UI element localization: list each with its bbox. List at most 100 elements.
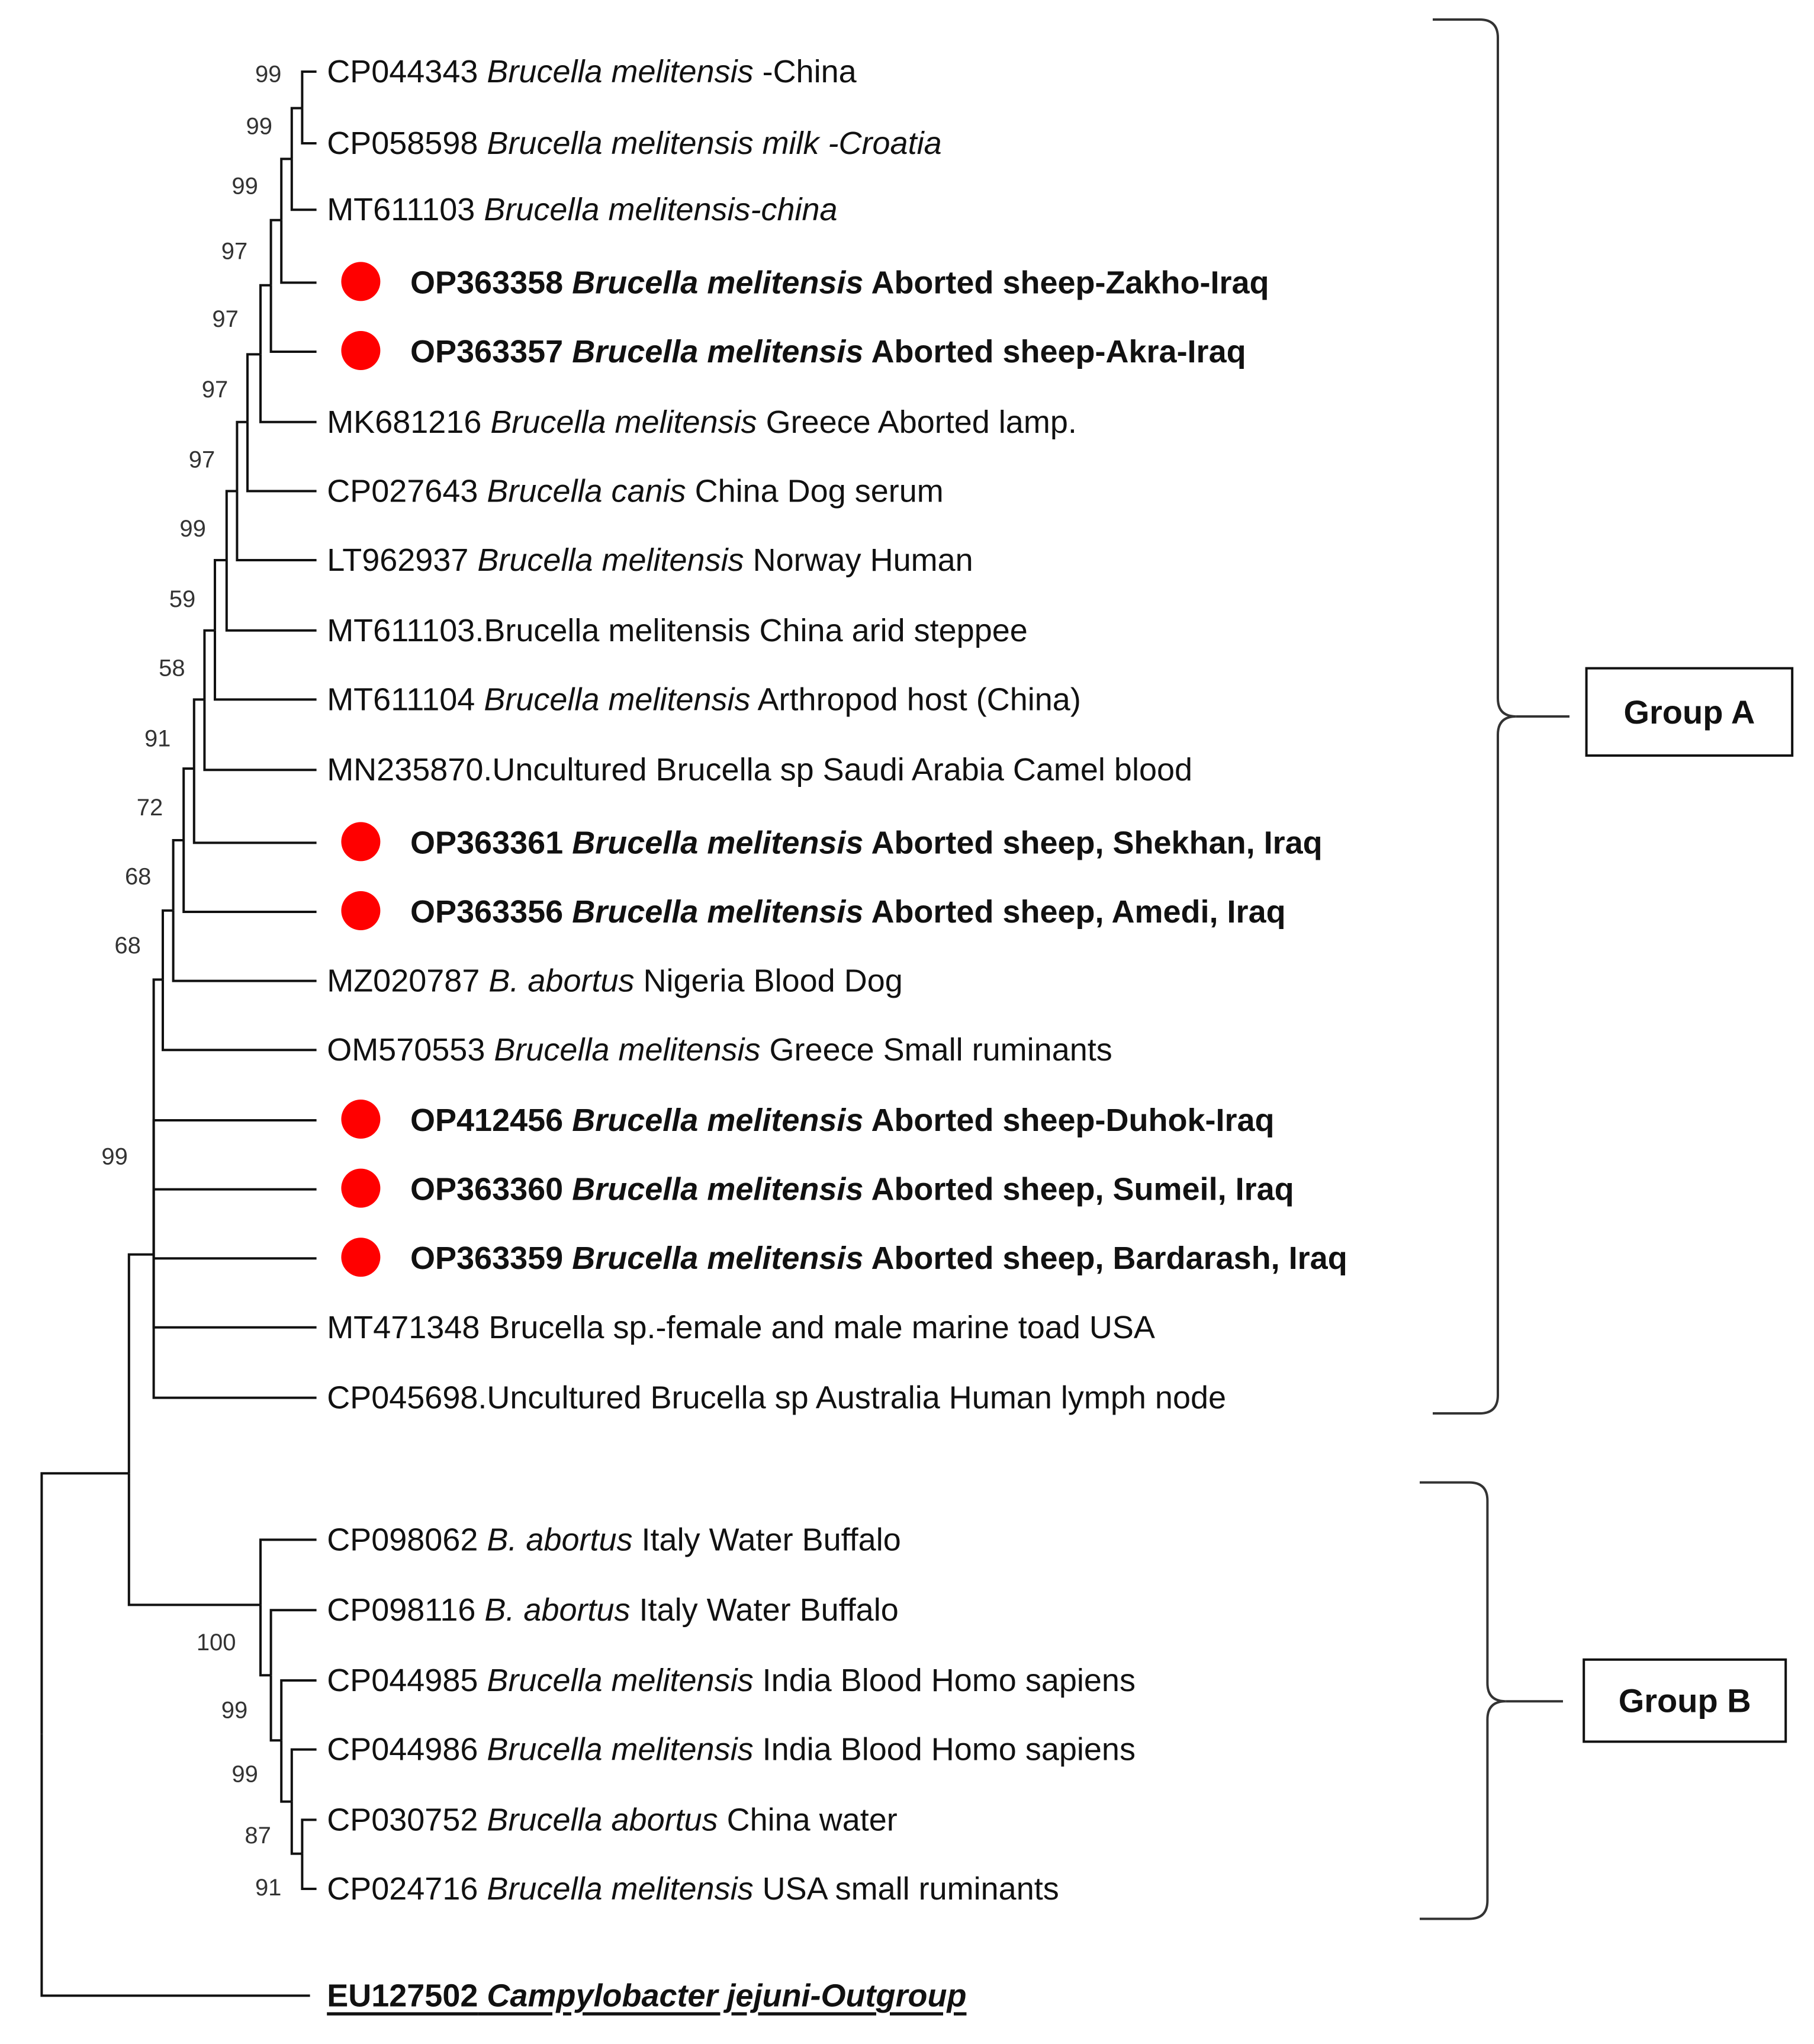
tree-branch [280,158,292,220]
taxon-label-op363357: OP363357 Brucella melitensis Aborted she… [410,334,1246,369]
tree-branch [301,108,317,144]
taxon-labels: CP044343 Brucella melitensis -ChinaCP058… [327,54,1347,2013]
taxon-label-cp098116: CP098116 B. abortus Italy Water Buffalo [327,1592,899,1628]
taxon-label-mt611103: MT611103.Brucella melitensis China arid … [327,613,1028,648]
tree-branch [192,698,205,769]
tree-branch [40,1734,310,1997]
bootstrap-value: 99 [101,1144,128,1170]
taxon-label-cp044343: CP044343 Brucella melitensis -China [327,54,857,89]
tree-branch [152,1188,317,1255]
taxon-label-mk681216: MK681216 Brucella melitensis Greece Abor… [327,404,1077,440]
study-isolate-marker [341,1238,381,1277]
taxon-label-cp098062: CP098062 B. abortus Italy Water Buffalo [327,1522,901,1557]
taxon-label-op363359: OP363359 Brucella melitensis Aborted she… [410,1240,1347,1276]
tree-branch [172,910,317,982]
tree-branch [246,353,260,422]
group-annotations: Group A Group B [1420,18,1794,1920]
taxon-label-om570553: OM570553 Brucella melitensis Greece Smal… [327,1032,1112,1068]
tree-branch [236,420,247,491]
group-label: Group B [1619,1682,1751,1720]
tree-branch [172,839,184,911]
taxon-label-lt962937: LT962937 Brucella melitensis Norway Huma… [327,542,973,578]
group-label: Group A [1623,693,1755,731]
bootstrap-value: 97 [202,377,229,403]
tree-branch [280,1679,317,1741]
bootstrap-value: 97 [221,239,248,265]
tree-branch [301,1818,317,1854]
bootstrap-value: 99 [231,173,258,200]
bootstrap-value: 99 [221,1698,248,1724]
tree-branch [301,70,317,108]
tree-branch [152,1119,317,1255]
taxon-label-cp024716: CP024716 Brucella melitensis USA small r… [327,1871,1059,1907]
outgroup-label: EU127502 Campylobacter jejuni-Outgroup [327,1978,966,2013]
bootstrap-value: 97 [189,447,216,473]
tree-branch [203,629,215,700]
tree-branch [127,1473,260,1606]
tree-branch [192,769,317,844]
taxon-label-cp044986: CP044986 Brucella melitensis India Blood… [327,1732,1136,1767]
tree-branch [152,1254,317,1399]
tree-branch [301,1853,317,1890]
bootstrap-value: 59 [169,586,196,612]
taxon-label-mz020787: MZ020787 B. abortus Nigeria Blood Dog [327,963,903,999]
bootstrap-value: 99 [231,1761,258,1787]
tree-branch [290,159,317,211]
study-isolate-marker [341,1168,381,1208]
tree-branch [162,979,317,1052]
group-box [1583,1658,1787,1743]
tree-branch [269,218,282,285]
bootstrap-value: 91 [255,1875,282,1901]
bootstrap-value: 97 [212,306,239,332]
tree-branch [290,1801,303,1855]
tree-branch [152,1254,317,1329]
bootstrap-value: 68 [114,933,141,959]
bootstrap-value: 100 [197,1630,236,1656]
tree-branch [236,491,317,561]
tree-branch [127,1253,154,1474]
bootstrap-value: 87 [245,1823,271,1849]
taxon-label-cp044985: CP044985 Brucella melitensis India Blood… [327,1663,1136,1698]
highlight-markers [341,262,381,1277]
group-brace [1420,1481,1506,1920]
taxon-label-mn235870: MN235870.Uncultured Brucella sp Saudi Ar… [327,752,1192,788]
tree-branch [280,220,317,284]
tree-branch [162,909,173,980]
tree-branch [259,354,317,423]
study-isolate-marker [341,1100,381,1139]
tree-branch [225,490,237,560]
study-isolate-marker [341,262,381,301]
taxon-label-mt611104: MT611104 Brucella melitensis Arthropod h… [327,682,1081,717]
taxon-label-cp045698: CP045698.Uncultured Brucella sp Australi… [327,1380,1226,1416]
bootstrap-value: 99 [246,113,273,139]
tree-branch [269,1609,317,1676]
tree-branch [290,1748,317,1802]
tree-branch [182,767,194,840]
tree-branch [259,1605,271,1677]
tree-branch [152,978,163,1255]
taxon-label-cp058598: CP058598 Brucella melitensis milk -Croat… [327,126,941,161]
tree-branch [259,284,271,355]
tree-branch [280,1740,292,1803]
taxon-label-op363358: OP363358 Brucella melitensis Aborted she… [410,265,1269,300]
bootstrap-value: 91 [144,725,171,751]
taxon-label-cp030752: CP030752 Brucella abortus China water [327,1802,898,1837]
tree-branch [203,699,317,772]
tree-branch [214,559,227,631]
tree-branch [290,107,303,159]
bootstrap-value: 58 [159,655,185,682]
tree-branch [225,560,317,632]
taxon-label-mt611103: MT611103 Brucella melitensis-china [327,192,837,227]
bootstrap-value: 99 [255,61,282,87]
tree-branch [152,1254,317,1260]
group-box [1585,667,1794,757]
taxon-label-op363361: OP363361 Brucella melitensis Aborted she… [410,825,1323,860]
taxon-label-op363356: OP363356 Brucella melitensis Aborted she… [410,894,1286,930]
taxon-label-mt471348: MT471348 Brucella sp.-female and male ma… [327,1310,1155,1345]
study-isolate-marker [341,822,381,862]
tree-branch [259,1538,317,1605]
tree-branch [269,285,317,353]
tree-branch [246,422,317,493]
taxon-label-cp027643: CP027643 Brucella canis China Dog serum [327,473,944,509]
